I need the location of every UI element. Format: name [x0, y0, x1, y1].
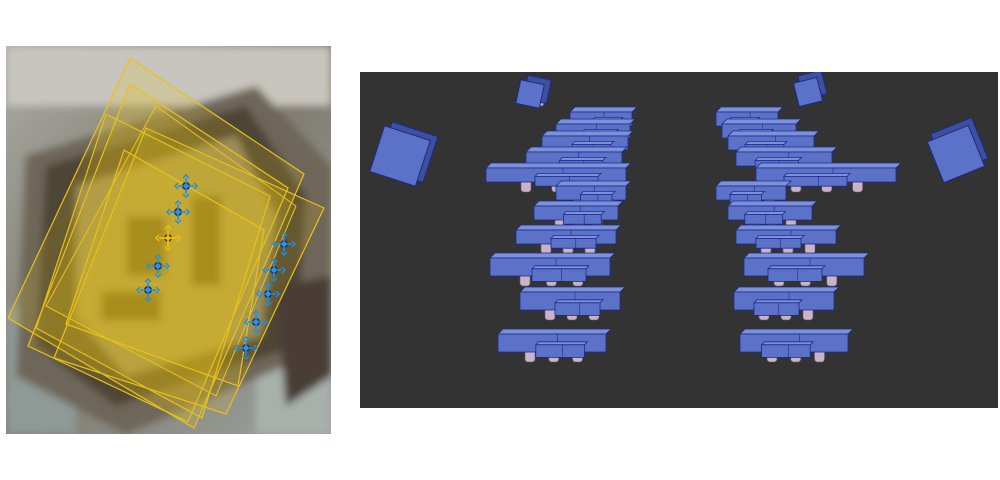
camera-box: [562, 210, 606, 225]
aerial-view-image: [6, 46, 331, 434]
camera-cube: [515, 74, 552, 109]
camera-cube: [926, 116, 989, 184]
camera-marker-icon: [174, 174, 198, 198]
camera-marker-icon: [262, 258, 286, 282]
camera-boxes: [369, 72, 989, 363]
camera-marker-icon: [166, 200, 190, 224]
camera-box: [729, 191, 766, 205]
camera-marker-icon: [234, 336, 258, 360]
footprint-4: [53, 127, 325, 415]
camera-box: [753, 299, 803, 316]
render-background: [360, 72, 998, 408]
camera-box: [783, 173, 851, 187]
footprint-2: [27, 83, 289, 423]
camera-marker-icon: [272, 232, 296, 256]
camera-box: [534, 341, 589, 358]
camera-box: [554, 299, 604, 316]
camera-box: [743, 210, 787, 225]
aerial-view-panel: [6, 46, 331, 434]
camera-cube: [792, 72, 828, 108]
camera-box: [767, 265, 826, 282]
camera-box: [579, 191, 616, 205]
camera-box: [531, 265, 590, 282]
camera-footprints: [7, 57, 325, 429]
camera-box: [755, 234, 805, 249]
camera-pose-render: [360, 72, 998, 408]
camera-marker-icon: [244, 310, 268, 334]
camera-cube: [369, 121, 439, 187]
camera-markers: [136, 174, 296, 360]
footprint-5: [65, 149, 265, 387]
camera-marker-icon: [136, 278, 160, 302]
selected-camera-marker-icon: [154, 224, 182, 252]
camera-marker-icon: [256, 282, 280, 306]
camera-box: [550, 234, 600, 249]
camera-marker-icon: [146, 254, 170, 278]
footprint-6: [45, 105, 297, 397]
camera-pose-render-panel: [360, 72, 998, 408]
camera-box: [760, 341, 815, 358]
